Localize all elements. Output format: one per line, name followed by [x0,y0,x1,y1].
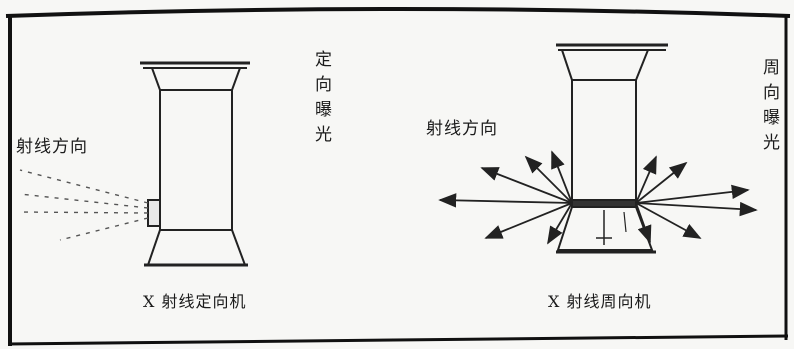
right-ray-direction-label: 射线方向 [426,119,498,139]
left-caption: X 射线定向机 [143,292,247,311]
figure-border [5,7,791,346]
left-exposure-label: 定向曝光 [311,50,331,150]
directional-xray-machine [140,61,250,267]
left-ray-direction-label: 射线方向 [16,137,88,157]
right-caption: X 射线周向机 [548,292,652,311]
right-exposure-label: 周向曝光 [759,58,779,158]
circumferential-ray-arrows [438,150,758,245]
circumferential-xray-machine [556,43,668,254]
directional-ray-beam [19,169,149,241]
